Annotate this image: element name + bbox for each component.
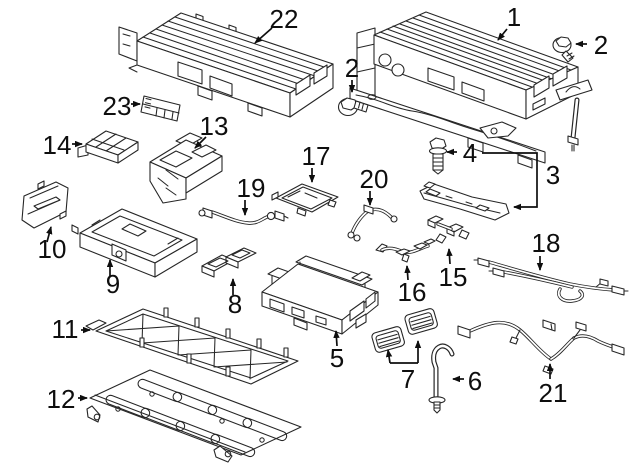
- callout-6: 6: [452, 366, 482, 396]
- callout-12-label: 12: [47, 384, 76, 414]
- callout-5: 5: [330, 330, 344, 373]
- part-20-drawing: [347, 204, 398, 242]
- callout-22-label: 22: [270, 4, 299, 34]
- part-6-drawing: [428, 343, 455, 414]
- callout-2-right-label: 2: [594, 30, 608, 60]
- callout-8: 8: [228, 278, 242, 319]
- part-4-drawing: [428, 137, 448, 175]
- callout-3-arrow: [482, 152, 538, 211]
- callout-10: 10: [38, 226, 67, 264]
- callout-11: 11: [52, 314, 91, 344]
- callout-13: 13: [194, 111, 229, 149]
- part-12-drawing: [86, 369, 302, 463]
- callout-21: 21: [539, 363, 568, 408]
- callout-22-arrow: [254, 27, 273, 44]
- part-8-drawing: [201, 247, 257, 278]
- callout-10-arrow: [46, 226, 53, 243]
- callout-16-label: 16: [398, 277, 427, 307]
- part-3-drawing: [419, 181, 510, 221]
- callout-2-right: 2: [575, 30, 608, 60]
- callout-7: 7: [385, 340, 422, 394]
- callout-23: 23: [103, 91, 141, 121]
- part-1-drawing: [349, 11, 593, 169]
- callout-9-label: 9: [106, 269, 120, 299]
- part-19-drawing: [198, 207, 289, 225]
- part-16-drawing: [375, 238, 436, 263]
- part-23-drawing: [140, 95, 181, 122]
- callout-23-label: 23: [103, 91, 132, 121]
- part-10-drawing: [21, 180, 69, 229]
- callout-12: 12: [47, 384, 88, 414]
- callout-19: 19: [237, 173, 266, 216]
- callout-1-label: 1: [507, 2, 521, 32]
- callout-15: 15: [439, 248, 468, 292]
- callout-22: 22: [254, 4, 299, 44]
- callout-3-label: 3: [546, 160, 560, 190]
- part-7-drawing: [371, 308, 438, 353]
- part-22-drawing: [118, 12, 334, 118]
- callout-16-arrow: [404, 265, 411, 281]
- callout-15-label: 15: [439, 262, 468, 292]
- callout-21-label: 21: [539, 378, 568, 408]
- part-18-drawing: [473, 257, 629, 303]
- callout-2-left: 2: [345, 53, 359, 93]
- part-9-drawing: [71, 208, 198, 278]
- callout-14-label: 14: [43, 130, 72, 160]
- callout-19-label: 19: [237, 173, 266, 203]
- callout-7-label: 7: [401, 364, 415, 394]
- callout-15-arrow: [446, 248, 453, 265]
- callout-3: 3: [482, 152, 560, 211]
- callout-7-arrow-left: [385, 349, 393, 364]
- callout-1: 1: [497, 2, 521, 41]
- part-15-drawing: [427, 215, 470, 244]
- callout-17: 17: [302, 141, 331, 183]
- callout-11-label: 11: [52, 314, 79, 344]
- callout-18: 18: [532, 228, 561, 271]
- callout-14: 14: [43, 130, 83, 160]
- callout-17-label: 17: [302, 141, 331, 171]
- callout-8-label: 8: [228, 289, 242, 319]
- callout-13-label: 13: [200, 111, 229, 141]
- callout-5-label: 5: [330, 343, 344, 373]
- part-2-left-bolt-drawing: [337, 97, 369, 117]
- part-13-drawing: [149, 132, 223, 204]
- part-2-right-bolt-drawing: [552, 36, 575, 63]
- part-14-drawing: [77, 130, 139, 164]
- callout-6-label: 6: [468, 366, 482, 396]
- callout-2-left-label: 2: [345, 53, 359, 83]
- callout-13-arrow: [194, 136, 207, 149]
- callout-5-arrow: [333, 330, 340, 347]
- callout-20-label: 20: [360, 164, 389, 194]
- callout-1-arrow: [497, 28, 508, 41]
- part-5-drawing: [261, 255, 379, 335]
- callout-4: 4: [446, 138, 477, 168]
- part-17-drawing: [271, 183, 339, 217]
- callout-16: 16: [398, 265, 427, 307]
- callout-10-label: 10: [38, 234, 67, 264]
- part-11-drawing: [85, 307, 299, 385]
- callout-18-label: 18: [532, 228, 561, 258]
- callout-20: 20: [360, 164, 389, 206]
- callout-9: 9: [106, 259, 120, 299]
- callout-4-label: 4: [463, 138, 477, 168]
- part-21-drawing: [457, 319, 625, 375]
